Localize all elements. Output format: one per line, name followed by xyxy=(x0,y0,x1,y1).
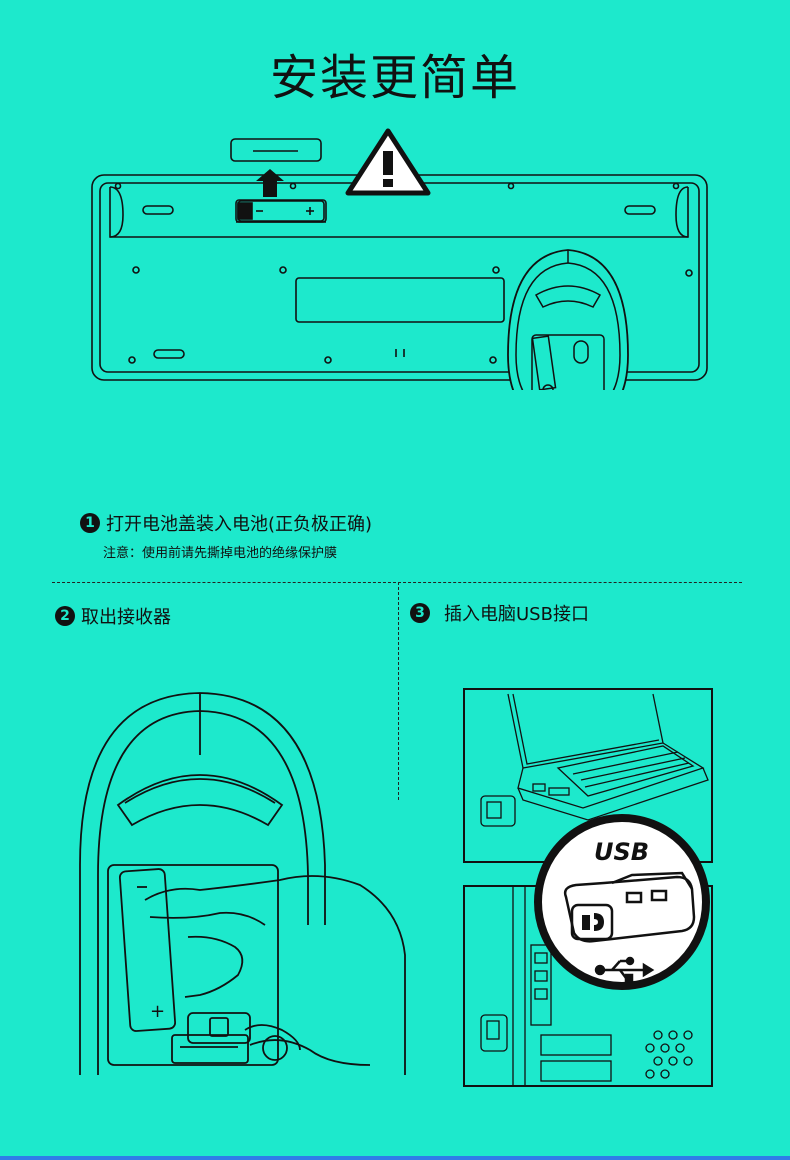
bottom-accent-line xyxy=(0,1156,790,1160)
battery-plus-sign: + xyxy=(150,1001,165,1022)
page-title: 安装更简单 xyxy=(269,50,520,106)
step-2: 2 取出接收器 xyxy=(55,603,171,629)
step-number-2: 2 xyxy=(55,606,75,626)
horizontal-divider xyxy=(52,582,742,583)
usb-label: USB xyxy=(594,838,649,866)
step-3-text: 插入电脑USB接口 xyxy=(444,604,589,625)
step-3: 3 插入电脑USB接口 xyxy=(410,600,589,626)
step-1: 1 打开电池盖装入电池(正负极正确) xyxy=(80,510,372,536)
keyboard-illustration xyxy=(88,125,713,390)
battery-note: 注意：使用前请先撕掉电池的绝缘保护膜 xyxy=(103,546,338,561)
step-number-3: 3 xyxy=(410,603,430,623)
receiver-removal-illustration: + xyxy=(70,685,410,1085)
usb-receiver-callout: USB xyxy=(532,805,712,1000)
step-1-text: 打开电池盖装入电池(正负极正确) xyxy=(106,514,373,535)
vertical-divider xyxy=(398,582,399,800)
step-2-text: 取出接收器 xyxy=(81,607,171,628)
step-number-1: 1 xyxy=(80,513,100,533)
